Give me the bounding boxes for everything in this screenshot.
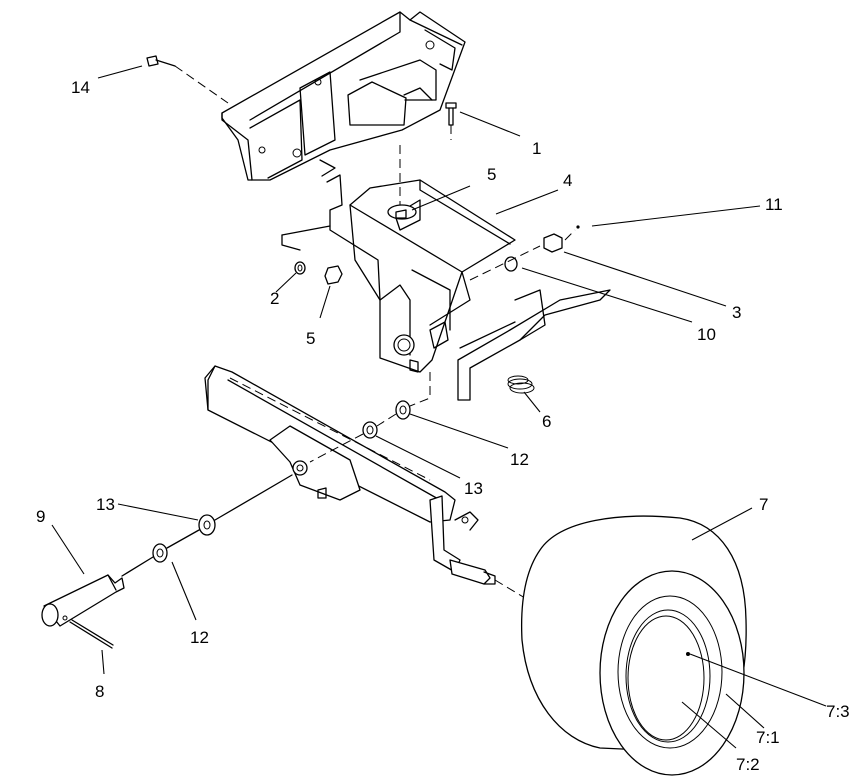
washer-10 (504, 256, 518, 272)
callout-8: 8 (95, 682, 104, 701)
cotter-pin-11 (576, 225, 580, 229)
washer-2 (294, 261, 306, 275)
hardware-axis (469, 229, 576, 281)
nut-3 (543, 233, 563, 253)
washer-12-upper (395, 400, 411, 420)
callout-10: 10 (697, 325, 716, 344)
callout-7: 7 (759, 495, 768, 514)
callout-3: 3 (732, 303, 741, 322)
callout-7-3: 7:3 (826, 702, 850, 721)
wheel-assembly (520, 515, 747, 776)
bolt-1 (445, 102, 457, 140)
callout-9: 9 (36, 507, 45, 526)
callout-12-upper: 12 (510, 450, 529, 469)
frame-bracket (221, 11, 466, 181)
callout-1: 1 (532, 139, 541, 158)
axle-mount-bracket (281, 174, 516, 373)
lower-washer-axis (121, 474, 293, 577)
callout-5-top: 5 (487, 165, 496, 184)
cotter-pin-8 (69, 619, 114, 649)
callout-5-lower: 5 (306, 329, 315, 348)
callout-7-2: 7:2 (736, 755, 760, 774)
callout-14: 14 (71, 78, 90, 97)
leader-lines (51, 65, 827, 749)
callout-13-lower: 13 (96, 495, 115, 514)
callout-4: 4 (563, 171, 572, 190)
nut-5 (324, 265, 343, 285)
bolt-14 (146, 55, 229, 104)
callout-2: 2 (270, 289, 279, 308)
washer-13-lower (198, 514, 216, 536)
callout-7-1: 7:1 (756, 728, 780, 747)
callout-13-upper: 13 (464, 479, 483, 498)
callout-12-lower: 12 (190, 628, 209, 647)
washer-13-upper (362, 421, 378, 439)
washer-12-lower (152, 543, 168, 563)
steering-link (457, 289, 611, 401)
front-axle (204, 365, 526, 599)
callout-6: 6 (542, 412, 551, 431)
upper-washer-axis (309, 372, 431, 463)
spring-6 (507, 375, 535, 394)
callout-11: 11 (765, 195, 783, 214)
pivot-pin-9 (41, 574, 125, 627)
washer-5-top (387, 145, 417, 220)
